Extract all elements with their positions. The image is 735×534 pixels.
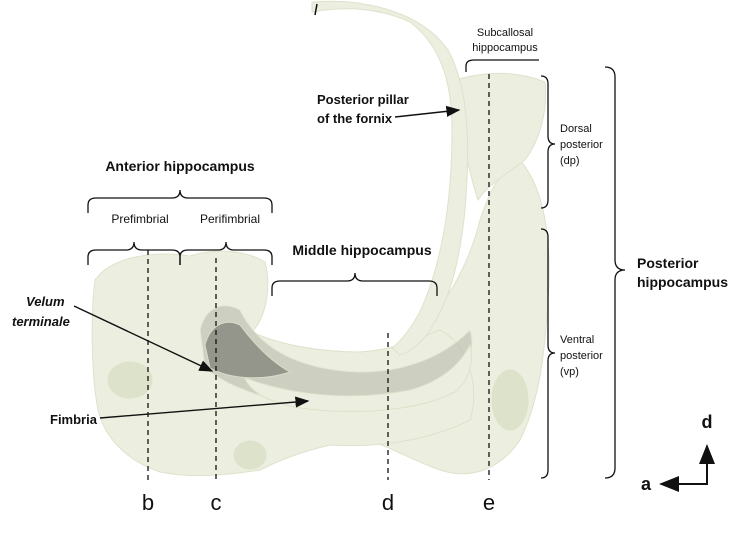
top-tick [314,3,318,16]
perifimbrial-label: Perifimbrial [200,212,260,226]
middle-hippocampus-label: Middle hippocampus [292,242,431,258]
posterior-hippocampus-label-line1: Posterior [637,255,699,271]
subcallosal-label-line1: Subcallosal [477,27,533,39]
velum-label-line2: terminale [12,314,70,329]
subcallosal-label-line2: hippocampus [472,42,538,54]
section-label-b: b [142,490,154,515]
fimbria-arrow [99,396,310,419]
braces [87,59,626,479]
orientation-up-label: d [702,412,713,432]
anterior-brace [87,189,273,213]
dorsal-part [454,73,547,202]
ventral-brace [540,228,556,479]
dorsal-label-line1: Dorsal [560,123,592,135]
section-lines [147,74,490,480]
dorsal-label-line2: posterior [560,139,603,151]
section-label-d: d [382,490,394,515]
posterior-lobule [491,369,529,431]
fimbria-band [244,343,472,412]
prefimbrial-brace [87,241,181,265]
pillar-arrow [394,105,461,118]
hippocampus-body [91,0,550,477]
pointer-arrows [73,105,715,492]
section-label-e: e [483,490,495,515]
middle-brace [271,272,438,296]
subcallosal-brace [465,59,539,72]
posterior-hippocampus-label-line2: hippocampus [637,274,728,290]
ventral-label-line2: posterior [560,350,603,362]
velum-arrow [73,305,214,372]
anterior-lobule [107,361,153,399]
pillar-label-line1: Posterior pillar [317,92,409,107]
lower-lobule [233,440,267,470]
velum-label-line1: Velum [26,294,65,309]
dorsal-label-line3: (dp) [560,155,580,167]
perifimbrial-brace [179,241,273,265]
fimbria-label: Fimbria [50,412,98,427]
section-label-c: c [211,490,222,515]
velum-shadow [204,321,292,379]
posterior-brace [604,66,626,479]
fornix-pillar [311,0,469,356]
ventral-label-line3: (vp) [560,366,579,378]
orientation-left-label: a [641,474,652,494]
dorsal-brace [540,75,556,209]
prefimbrial-label: Prefimbrial [111,212,168,226]
pillar-label-line2: of the fornix [317,111,393,126]
anterior-hippocampus-label: Anterior hippocampus [105,158,255,174]
ventral-label-line1: Ventral [560,334,594,346]
